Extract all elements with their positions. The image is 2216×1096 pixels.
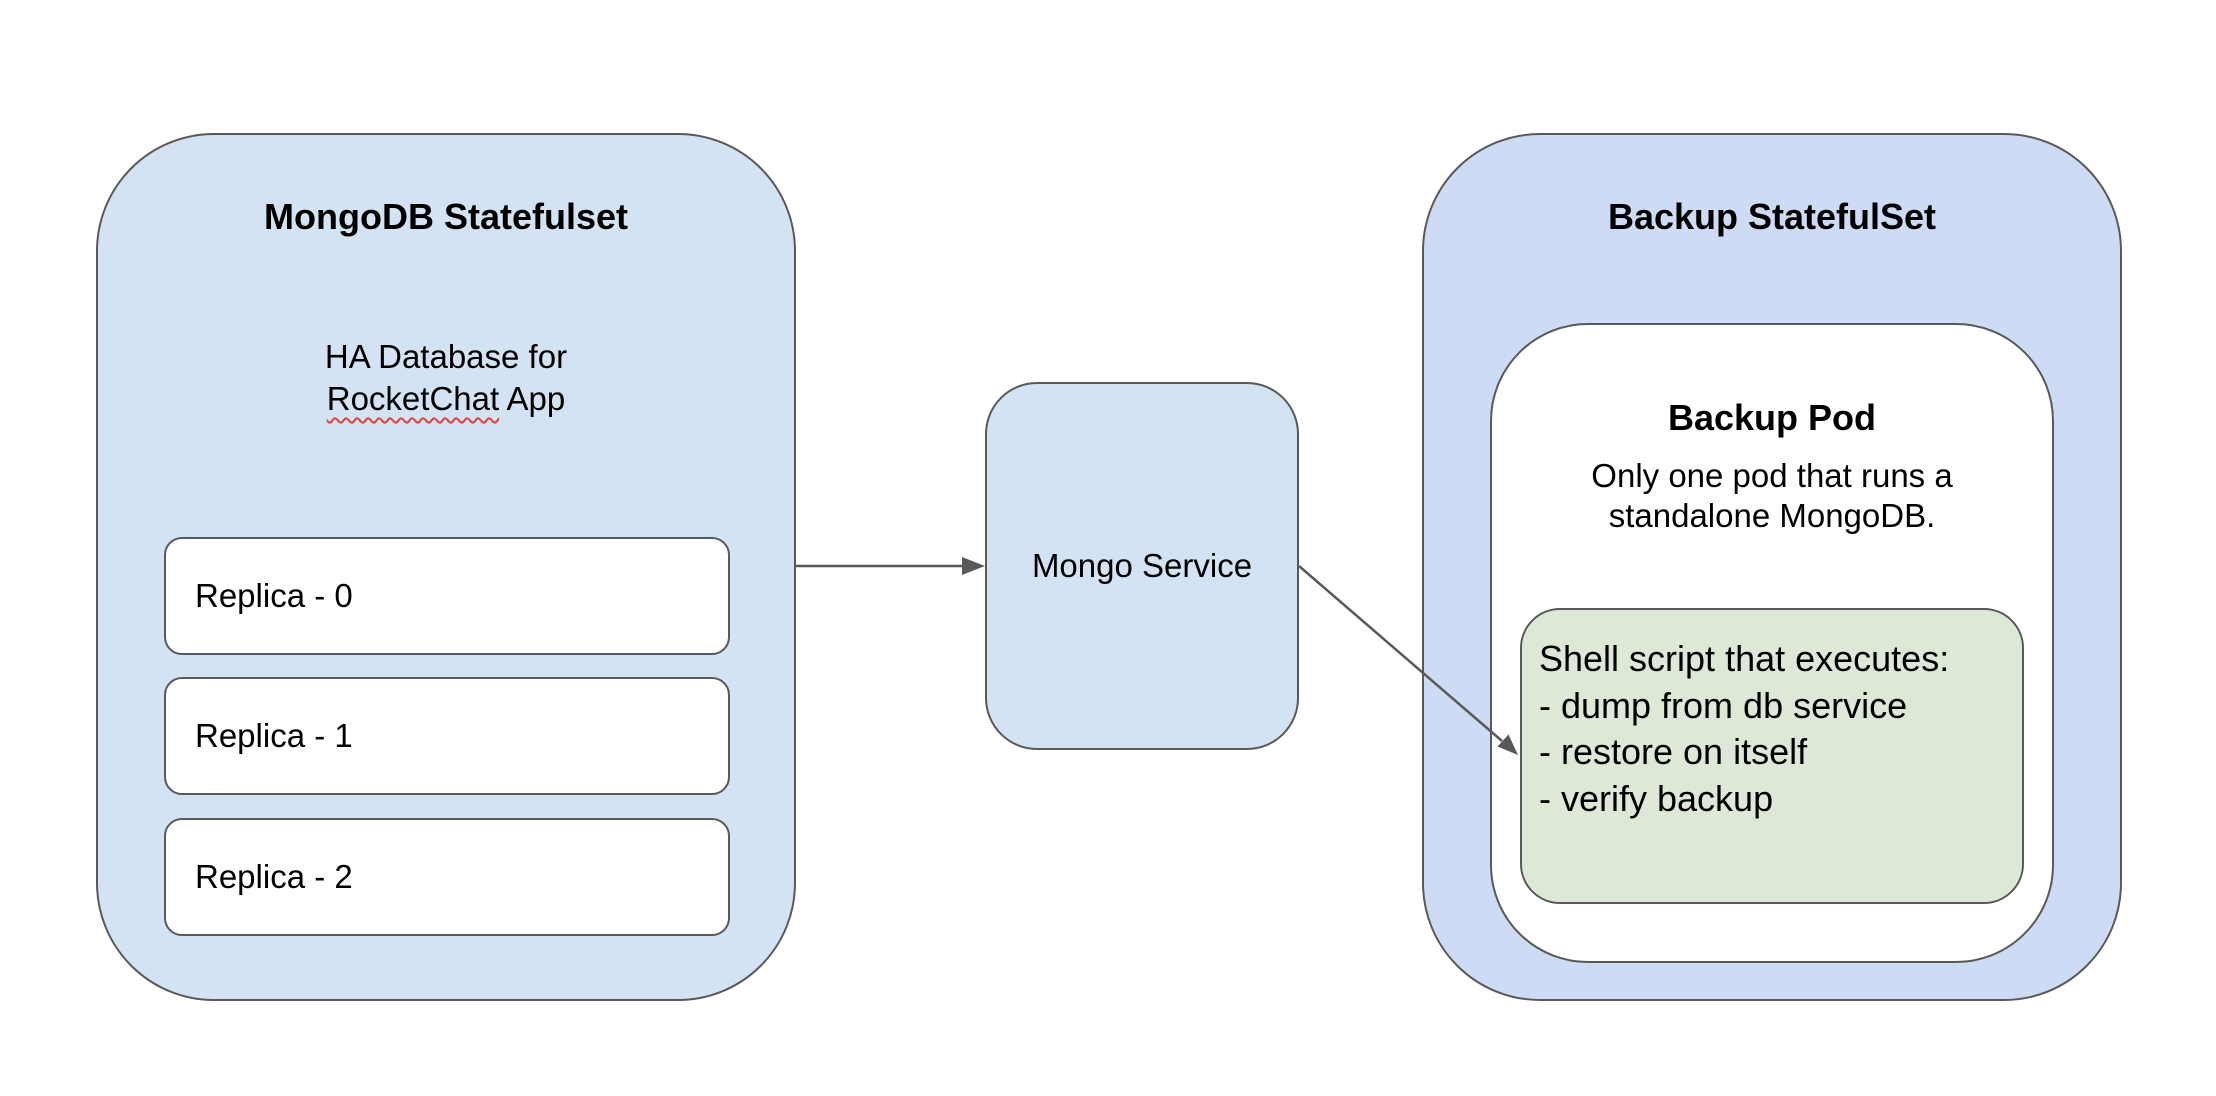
mongodb-statefulset-description-line1: HA Database for [324,338,568,375]
arrow-service-to-shell-script-head [1497,734,1518,755]
mongo-service-box[interactable] [985,382,1299,750]
arrow-service-to-shell-script [1298,565,1518,755]
replica-1-label: Replica - 1 [195,717,353,754]
shell-script-line-4: - verify backup [1539,778,1774,819]
replica-2-box[interactable] [164,818,730,936]
mongodb-statefulset-title: MongoDB Statefulset [264,196,628,237]
arrow-mongodb-to-service-head [962,557,985,575]
rocketchat-word: RocketChat [326,380,500,417]
shell-script-line-3: - restore on itself [1539,731,1808,772]
replica-0-box[interactable] [164,537,730,655]
shell-script-box[interactable] [1520,608,2024,904]
shell-script-line-1: Shell script that executes: [1539,638,1950,679]
shell-script-line-2: - dump from db service [1539,685,1908,726]
replica-2-label: Replica - 2 [195,858,353,895]
mongodb-statefulset-description-line2: RocketChat App [96,380,796,418]
arrow-mongodb-to-service [796,557,985,575]
backup-statefulset-title: Backup StatefulSet [1607,196,1937,237]
mongo-service-label: Mongo Service [1031,547,1253,584]
backup-pod-description-line1: Only one pod that runs a [1591,457,1953,494]
replica-0-label: Replica - 0 [195,577,353,614]
rocketchat-app-suffix: App [499,380,566,417]
backup-pod-title: Backup Pod [1667,397,1877,438]
replica-1-box[interactable] [164,677,730,795]
backup-pod-description-line2: standalone MongoDB. [1608,497,1936,534]
